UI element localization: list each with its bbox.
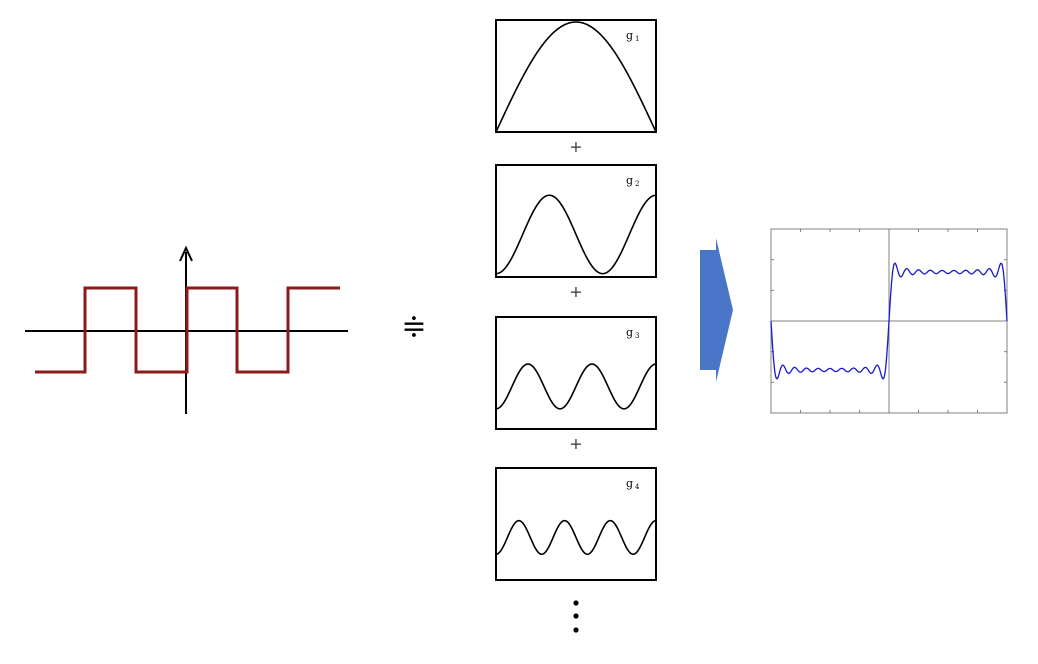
approximation-plot [770,228,1008,414]
panel-label-base: g [626,477,633,490]
relation-symbol: ≑ [401,309,426,344]
panel-frame [495,316,657,430]
approx-equals-symbol: ≑ [401,309,426,344]
component-wave [495,194,657,275]
plot-ticks [771,229,1007,413]
panel-label-subscript: 4 [635,483,640,491]
component-wave [495,21,657,133]
panel-label-subscript: 1 [635,35,639,43]
square-wave [35,286,340,374]
right-arrow-icon [700,238,733,382]
panel-label-base: g [626,174,633,187]
panel-label-base: g [626,326,633,339]
panel-label-base: g [626,29,633,42]
y-axis-arrowhead [179,245,193,262]
plus-sign: + [569,137,582,156]
panel-label-subscript: 3 [635,332,639,340]
vertical-ellipsis-icon [573,600,579,633]
plus-sign: + [569,434,582,453]
component-wave [495,363,657,410]
square-wave-figure [25,245,348,414]
component-wave [495,519,657,556]
panel-label-subscript: 2 [635,180,639,188]
panel-frame [495,164,657,278]
plus-sign: + [569,282,582,301]
fourier-approximation-curve [770,262,1008,380]
